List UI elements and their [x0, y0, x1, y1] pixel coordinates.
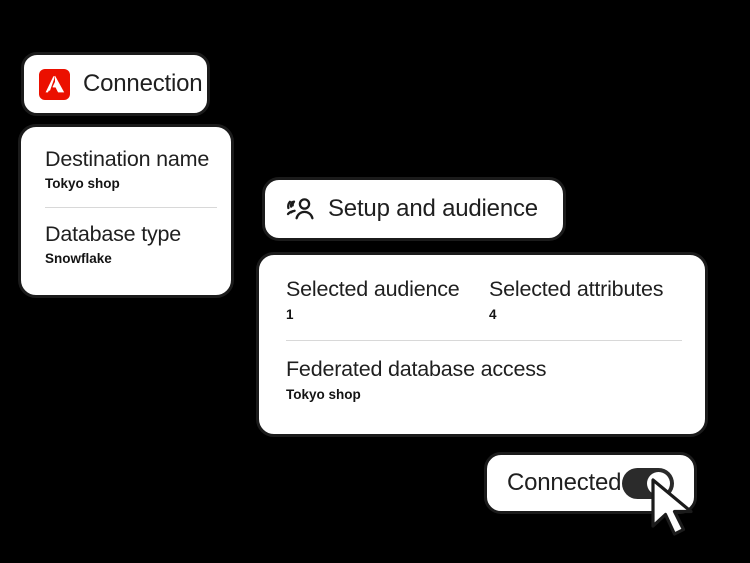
- destination-details-card: Destination name Tokyo shop Database typ…: [18, 124, 234, 298]
- setup-and-audience-card[interactable]: Setup and audience: [262, 177, 566, 241]
- database-type-label: Database type: [45, 221, 182, 246]
- summary-divider: [286, 339, 682, 341]
- summary-stats-row: Selected audience 1 Selected attributes …: [286, 277, 679, 323]
- selected-attributes-stat: Selected attributes 4: [489, 277, 663, 323]
- federated-database-access-label: Federated database access: [286, 356, 547, 381]
- connected-toggle-switch[interactable]: [622, 467, 674, 499]
- selected-audience-stat: Selected audience 1: [286, 277, 489, 323]
- destination-name-field: Destination name Tokyo shop: [45, 147, 211, 192]
- toggle-knob: [647, 471, 670, 495]
- audience-summary-card: Selected audience 1 Selected attributes …: [256, 252, 708, 437]
- federated-database-access-field: Federated database access Tokyo shop: [286, 357, 679, 403]
- database-type-field: Database type Snowflake: [45, 222, 211, 267]
- federated-database-access-value: Tokyo shop: [286, 386, 361, 402]
- connected-label: Connected: [507, 469, 622, 496]
- connected-status-card[interactable]: Connected: [484, 452, 697, 514]
- selected-audience-label: Selected audience: [286, 277, 460, 301]
- destination-name-value: Tokyo shop: [45, 175, 120, 191]
- selected-attributes-label: Selected attributes: [489, 277, 664, 301]
- adobe-logo-icon: [39, 68, 70, 100]
- destination-name-label: Destination name: [45, 147, 210, 171]
- setup-and-audience-label: Setup and audience: [328, 195, 538, 222]
- selected-audience-value: 1: [286, 306, 294, 322]
- connection-label: Connection: [83, 70, 203, 97]
- database-type-value: Snowflake: [45, 250, 112, 266]
- destination-divider: [45, 206, 217, 208]
- audience-users-icon: [286, 198, 314, 220]
- selected-attributes-value: 4: [489, 306, 497, 322]
- connection-card[interactable]: Connection: [21, 52, 210, 116]
